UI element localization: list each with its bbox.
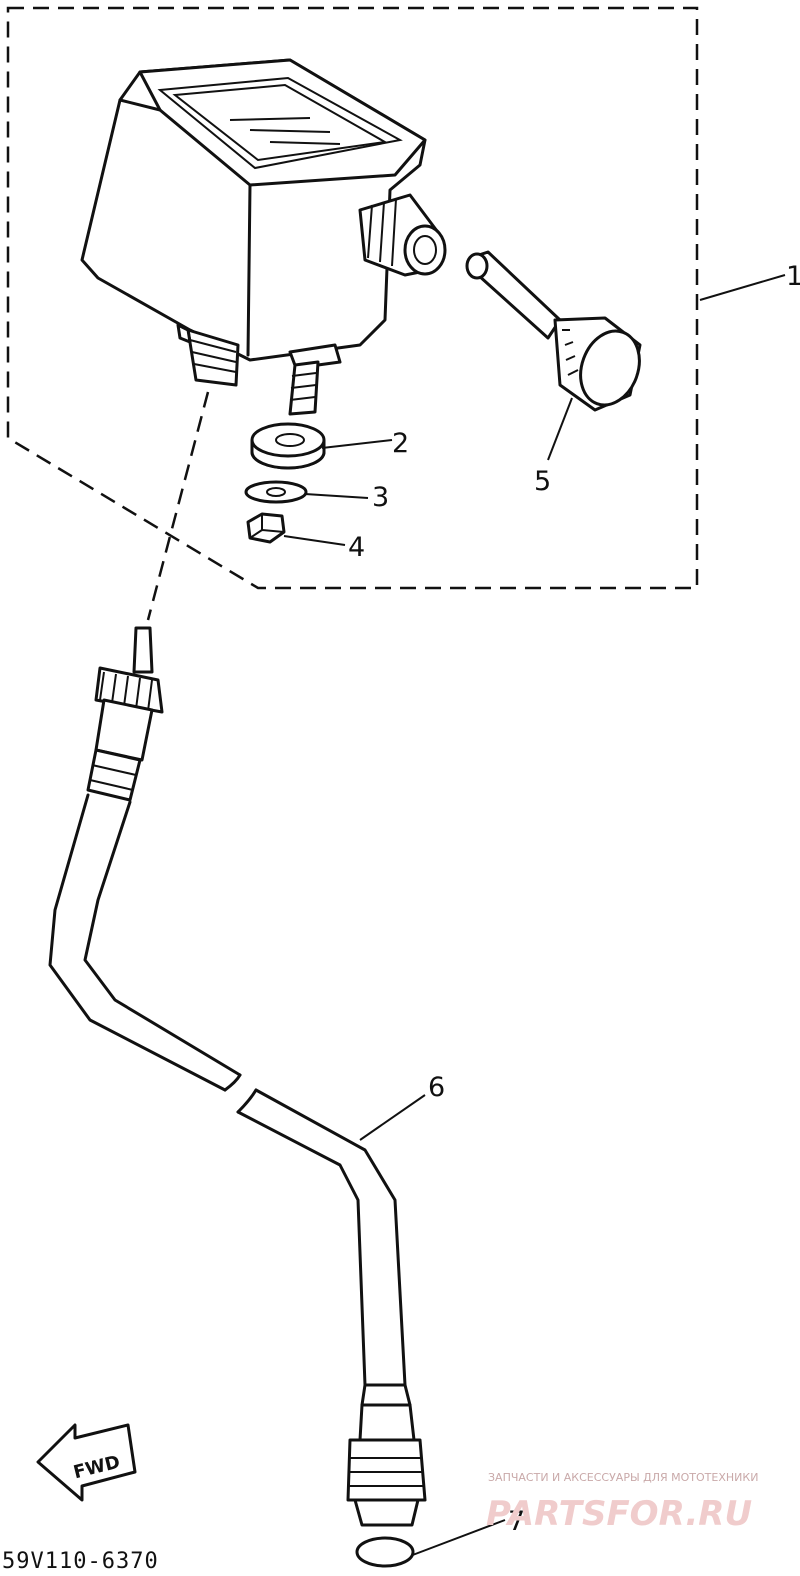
assembly-boundary <box>6 6 699 590</box>
watermark: ЗАПЧАСТИ И АКСЕССУАРЫ ДЛЯ МОТОТЕХНИКИ PA… <box>486 1471 758 1534</box>
callout-7: 7 <box>508 1506 525 1537</box>
grommet <box>250 422 326 470</box>
diagram-code: 59V110-6370 <box>2 1549 159 1574</box>
leader-lines <box>283 274 786 1557</box>
alignment-line <box>146 391 210 621</box>
reset-knob <box>465 250 642 412</box>
callout-2: 2 <box>392 428 409 459</box>
callout-1: 1 <box>786 261 800 292</box>
o-ring <box>355 1536 415 1568</box>
bottom-fitting <box>176 323 240 387</box>
side-connector <box>358 193 447 277</box>
callout-6: 6 <box>428 1072 445 1103</box>
watermark-brand: PARTSFOR.RU <box>486 1494 752 1534</box>
callout-4: 4 <box>348 532 365 563</box>
callout-3: 3 <box>372 482 389 513</box>
mounting-stud <box>288 343 342 416</box>
nut <box>246 512 286 544</box>
callout-5: 5 <box>534 466 551 497</box>
meter-housing <box>80 58 447 416</box>
watermark-tagline: ЗАПЧАСТИ И АКСЕССУАРЫ ДЛЯ МОТОТЕХНИКИ <box>488 1471 758 1484</box>
washer <box>244 480 308 504</box>
meter-cable <box>48 626 427 1527</box>
fwd-arrow: FWD <box>36 1423 137 1502</box>
